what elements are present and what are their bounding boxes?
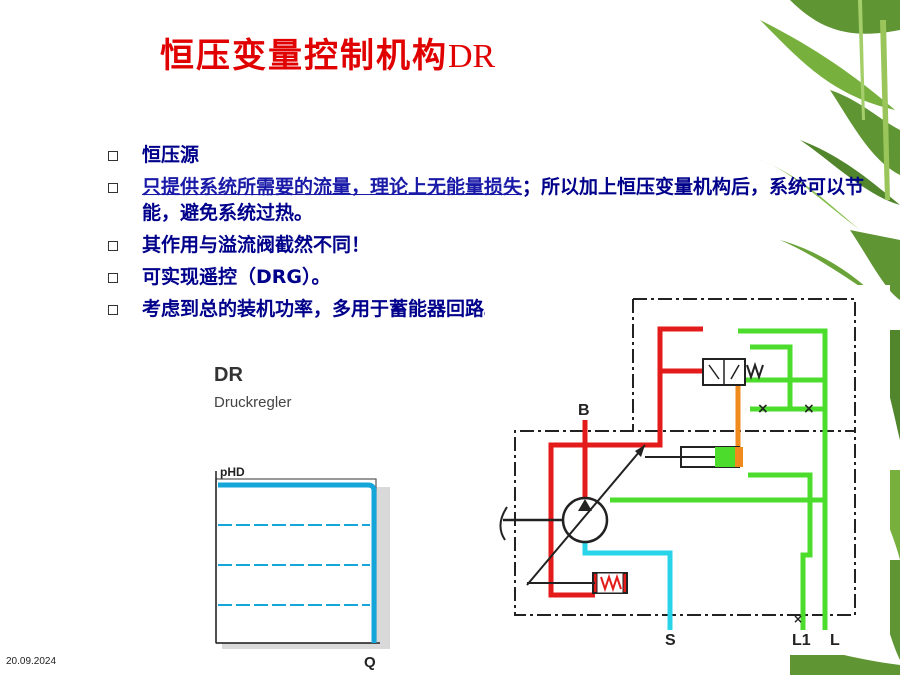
swash-plate-arrow <box>526 444 646 586</box>
unit-boundary <box>514 298 856 616</box>
drain-lines <box>610 328 828 630</box>
title-latin: DR <box>448 38 496 75</box>
port-s-label: S <box>665 632 676 649</box>
bullet-item: 恒压源 <box>108 142 898 168</box>
bullet-item: 可实现遥控（DRG）。 <box>108 264 898 290</box>
bullet-list: 恒压源 只提供系统所需要的流量，理论上无能量损失；所以加上恒压变量机构后，系统可… <box>108 142 898 328</box>
valve-arrow-icon <box>708 364 740 380</box>
title-cn: 恒压变量控制机构 <box>160 36 448 76</box>
bullet-text: 考虑到总的装机功率，多用于蓄能器回路。 <box>142 298 504 320</box>
rotation-arrow-icon <box>499 506 508 541</box>
slide-date: 20.09.2024 <box>6 656 57 667</box>
orifice-icon: × <box>793 612 803 626</box>
chart-x-label: Q <box>364 654 376 671</box>
arrowhead-icon <box>635 445 645 457</box>
bullet-item: 其作用与溢流阀截然不同！ <box>108 232 898 258</box>
checkbox-bullet-icon <box>108 305 118 315</box>
port-l-label: L <box>830 632 840 649</box>
chart-characteristic-curve <box>218 482 377 643</box>
cylinder-chamber <box>735 447 743 467</box>
bullet-text: 其作用与溢流阀截然不同！ <box>142 234 371 256</box>
chart-y-label: pHD <box>220 465 245 479</box>
hydraulic-circuit-diagram: × × × B S L1 L <box>485 285 890 655</box>
orifice-icon: × <box>757 401 769 417</box>
orifice-icon: × <box>803 401 815 417</box>
spring-icon <box>600 573 622 593</box>
cylinder-chamber <box>715 447 735 467</box>
spring-icon <box>746 361 764 381</box>
port-l1-label: L1 <box>792 632 811 649</box>
chart-code: DR <box>214 364 243 386</box>
checkbox-bullet-icon <box>108 151 118 161</box>
suction-line <box>582 540 673 630</box>
bullet-text-underlined: 只提供系统所需要的流量，理论上无能量损失 <box>142 176 523 198</box>
port-b-label: B <box>578 402 590 419</box>
bullet-text: 恒压源 <box>142 144 200 166</box>
slide-title: 恒压变量控制机构DR <box>160 28 495 77</box>
pressure-lines <box>548 326 703 598</box>
bullet-text: ；所以加上恒压变量机构后，系统可以节能，避免系统过热。 <box>142 176 865 224</box>
pump-arrow-icon <box>578 499 592 511</box>
bullet-item: 考虑到总的装机功率，多用于蓄能器回路。 <box>108 296 898 322</box>
chart-subtitle: Druckregler <box>214 394 292 411</box>
dr-characteristic-chart: DR Druckregler pHD Q <box>214 364 390 671</box>
bullet-text: 可实现遥控（DRG）。 <box>142 266 331 288</box>
circuit-background <box>485 285 890 655</box>
checkbox-bullet-icon <box>108 273 118 283</box>
bullet-item: 只提供系统所需要的流量，理论上无能量损失；所以加上恒压变量机构后，系统可以节能，… <box>108 174 898 226</box>
checkbox-bullet-icon <box>108 183 118 193</box>
checkbox-bullet-icon <box>108 241 118 251</box>
chart-plot-area <box>215 478 377 644</box>
